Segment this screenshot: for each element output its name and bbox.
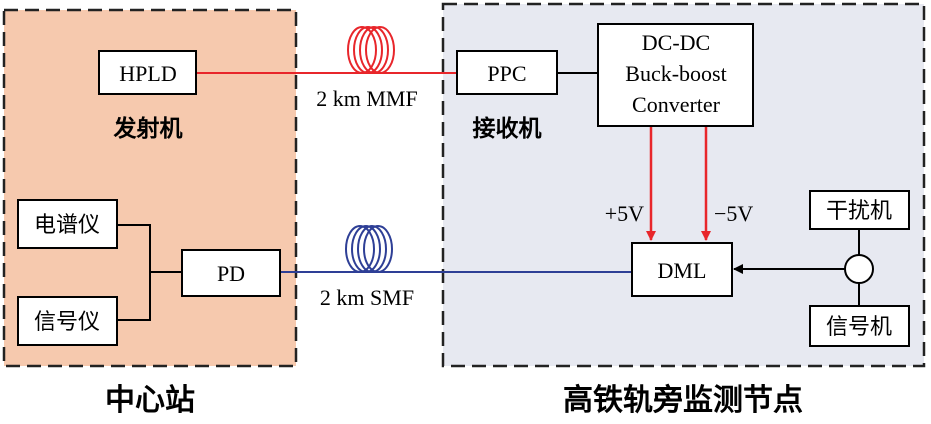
negative-voltage-label: −5V <box>714 201 753 226</box>
hpld-label: HPLD <box>119 61 176 86</box>
signal-generator-box <box>809 305 910 347</box>
converter-label-line2: Buck-boost <box>625 61 726 86</box>
signal-instrument-box <box>17 296 118 346</box>
spectrum-analyzer-box <box>17 199 118 249</box>
mmf-label: 2 km MMF <box>316 86 417 111</box>
interferer-box <box>809 190 910 230</box>
hpld-box <box>98 50 197 95</box>
receiver-caption: 接收机 <box>473 115 542 142</box>
converter-label-line3: Converter <box>632 92 721 117</box>
signal-generator-label: 信号机 <box>826 314 892 339</box>
central-station-title: 中心站 <box>105 383 195 418</box>
signal-instrument-label: 信号仪 <box>34 309 100 334</box>
pd-box <box>181 249 281 297</box>
positive-voltage-label: +5V <box>605 201 644 226</box>
transmitter-caption: 发射机 <box>113 115 183 142</box>
dml-label: DML <box>658 258 707 283</box>
smf-coil-icon <box>345 225 393 273</box>
monitoring-node-title: 高铁轨旁监测节点 <box>563 383 803 418</box>
converter-box <box>597 23 754 127</box>
dml-box <box>631 242 733 297</box>
instrument-bracket <box>117 224 182 321</box>
interferer-label: 干扰机 <box>826 198 892 223</box>
smf-label: 2 km SMF <box>320 285 414 310</box>
converter-label-line1: DC-DC <box>642 30 710 55</box>
ppc-label: PPC <box>487 61 526 86</box>
spectrum-analyzer-label: 电谱仪 <box>34 212 100 237</box>
ppc-box <box>456 50 558 95</box>
combiner-icon <box>844 254 874 284</box>
mmf-coil-icon <box>347 26 395 74</box>
pd-label: PD <box>217 261 245 286</box>
